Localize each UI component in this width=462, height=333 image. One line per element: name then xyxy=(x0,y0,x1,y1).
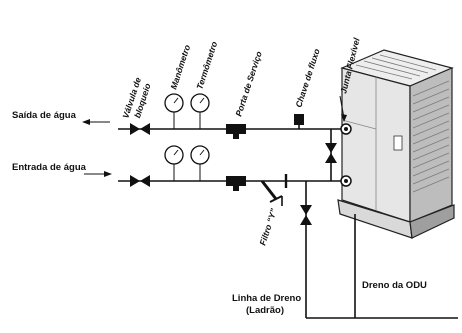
unit-base-side xyxy=(409,204,455,239)
outlet-flow-arrow xyxy=(82,119,110,125)
thermometer-outlet xyxy=(190,93,210,129)
flexible-joint-inlet xyxy=(340,175,352,187)
drain-line-label-line1: Linha de Dreno xyxy=(232,293,301,304)
y-strainer xyxy=(260,174,288,203)
shutoff-valve-label: Válvula de bloqueio xyxy=(120,76,152,120)
water-outlet-label: Saída de água xyxy=(12,110,77,121)
unit-front-panels xyxy=(341,77,403,210)
unit-side-face xyxy=(409,67,453,223)
drain-valve xyxy=(300,205,312,225)
water-inlet-label: Entrada de água xyxy=(12,162,87,173)
pressure-gauge-outlet xyxy=(164,93,184,129)
pressure-gauge-label: Manômetro xyxy=(168,43,192,90)
shutoff-valve-outlet xyxy=(130,123,150,135)
service-port-label: Porta de Serviço xyxy=(233,50,263,118)
y-filter-label: Filtro “Y” xyxy=(257,207,279,247)
drain-line-overflow xyxy=(305,181,458,319)
service-port-inlet xyxy=(226,176,246,191)
outdoor-unit xyxy=(337,49,455,239)
shutoff-valve-inlet xyxy=(130,175,150,187)
service-port-outlet xyxy=(226,124,246,139)
bypass-valve xyxy=(325,143,337,163)
unit-top-grille xyxy=(355,54,437,80)
drain-line-label-line2: (Ladrão) xyxy=(246,305,284,316)
flexible-joint-outlet xyxy=(340,123,352,135)
flow-switch-label: Chave de fluxo xyxy=(293,47,321,108)
flow-switch xyxy=(294,114,304,129)
thermometer-inlet xyxy=(190,145,210,181)
flexible-joint-pointer xyxy=(339,95,347,122)
inlet-flow-arrow xyxy=(84,171,112,177)
pressure-gauge-inlet xyxy=(164,145,184,181)
unit-side-louvers xyxy=(412,80,450,193)
thermometer-label: Termômetro xyxy=(194,40,219,90)
odu-drain-label: Dreno da ODU xyxy=(362,280,427,291)
